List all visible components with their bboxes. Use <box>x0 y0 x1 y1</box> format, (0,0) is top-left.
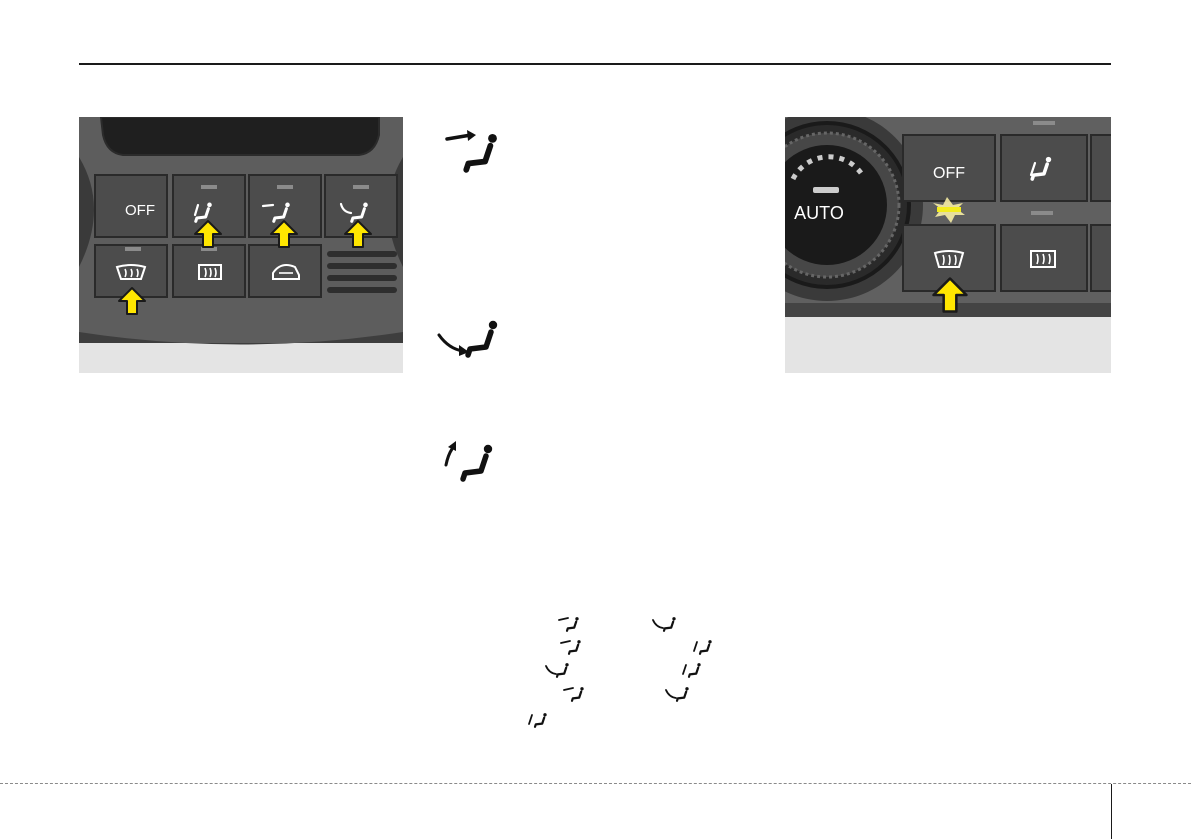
inline-vent-floor-icon <box>652 614 680 634</box>
header-rule <box>79 63 1111 65</box>
defrost-button-illustration: AUTO OFF <box>785 117 1111 373</box>
footer-rule <box>0 783 1191 784</box>
inline-vent-face-icon <box>563 684 587 704</box>
inline-vent-face-icon <box>560 637 584 657</box>
inline-vent-defrost-icon <box>692 637 716 657</box>
vent-floor-defrost-mode-icon <box>440 435 502 487</box>
vent-face-mode-icon <box>443 124 505 182</box>
inline-vent-face-icon <box>558 614 582 634</box>
climate-panel-illustration: OFF <box>79 117 403 373</box>
page-number-divider <box>1111 784 1112 839</box>
inline-vent-floor-icon <box>665 684 693 704</box>
inline-vent-defrost-icon <box>681 660 705 680</box>
auto-knob-label: AUTO <box>794 203 844 223</box>
off-button-label: OFF <box>933 165 965 182</box>
inline-vent-defrost-icon <box>527 710 551 730</box>
vent-floor-mode-icon <box>437 315 507 360</box>
defrost-panel-drawing: AUTO OFF <box>785 117 1111 373</box>
inline-vent-floor-icon <box>545 660 573 680</box>
climate-panel-drawing: OFF <box>79 117 403 373</box>
off-button-label: OFF <box>125 202 155 219</box>
